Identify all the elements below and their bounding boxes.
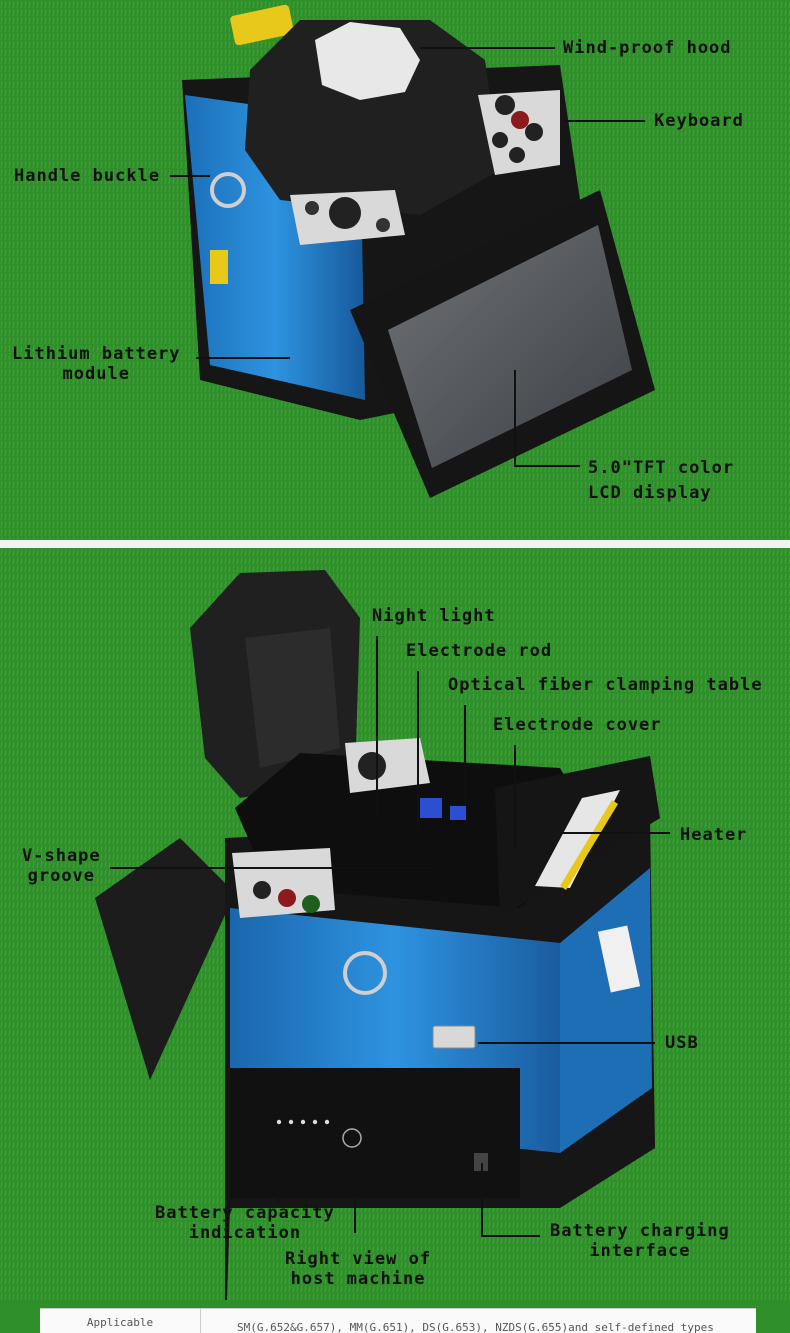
charging-port <box>474 1153 488 1171</box>
top-leader-lines <box>170 47 645 467</box>
folded-lcd-panel <box>95 838 235 1080</box>
callout-usb: USB <box>665 1033 699 1053</box>
bottom-product-panel: Night light Electrode rod Optical fiber … <box>0 548 790 1300</box>
handle-buckle-ring <box>210 172 246 208</box>
callout-optical-fiber-clamping-table: Optical fiber clamping table <box>448 675 763 695</box>
keypad-side <box>232 848 335 918</box>
handle-buckle-ring <box>343 951 387 995</box>
callout-lithium-battery: Lithium battery module <box>12 344 181 384</box>
battery-module <box>230 1068 520 1198</box>
grass-background <box>752 548 790 1300</box>
bottom-product-illustration <box>0 548 790 1300</box>
top-product-illustration <box>0 0 790 540</box>
spec-header: Applicable <box>40 1309 201 1333</box>
top-product-panel: Wind-proof hood Keyboard Handle buckle L… <box>0 0 790 540</box>
heater-window <box>230 4 294 46</box>
callout-lcd-display: 5.0"TFT color LCD display <box>588 458 735 503</box>
spec-value: SM(G.652&G.657), MM(G.651), DS(G.653), N… <box>237 1321 714 1333</box>
lcd-screen <box>388 225 632 468</box>
barcode-label <box>597 925 641 993</box>
spec-table-strip: Applicable SM(G.652&G.657), MM(G.651), D… <box>40 1308 756 1333</box>
panel-divider <box>0 540 790 548</box>
wind-proof-hood-shape <box>245 20 500 215</box>
callout-v-shape-groove: V-shape groove <box>22 846 101 886</box>
bottom-leader-lines <box>110 636 670 1237</box>
heater-window <box>535 790 620 888</box>
callout-keyboard: Keyboard <box>654 111 744 131</box>
callout-electrode-rod: Electrode rod <box>406 641 553 661</box>
callout-battery-capacity: Battery capacity indication <box>155 1203 335 1243</box>
callout-right-view: Right view of host machine <box>285 1249 432 1289</box>
callout-wind-proof-hood: Wind-proof hood <box>563 38 732 58</box>
usb-port <box>432 1025 476 1049</box>
callout-heater: Heater <box>680 825 748 845</box>
fiber-clamp-blue <box>420 798 442 818</box>
callout-battery-charging: Battery charging interface <box>550 1221 730 1261</box>
callout-electrode-cover: Electrode cover <box>493 715 662 735</box>
hood-badge <box>315 22 420 100</box>
charge-port-label <box>210 250 228 284</box>
callout-handle-buckle: Handle buckle <box>14 166 161 186</box>
callout-night-light: Night light <box>372 606 496 626</box>
keypad-top <box>345 738 430 793</box>
